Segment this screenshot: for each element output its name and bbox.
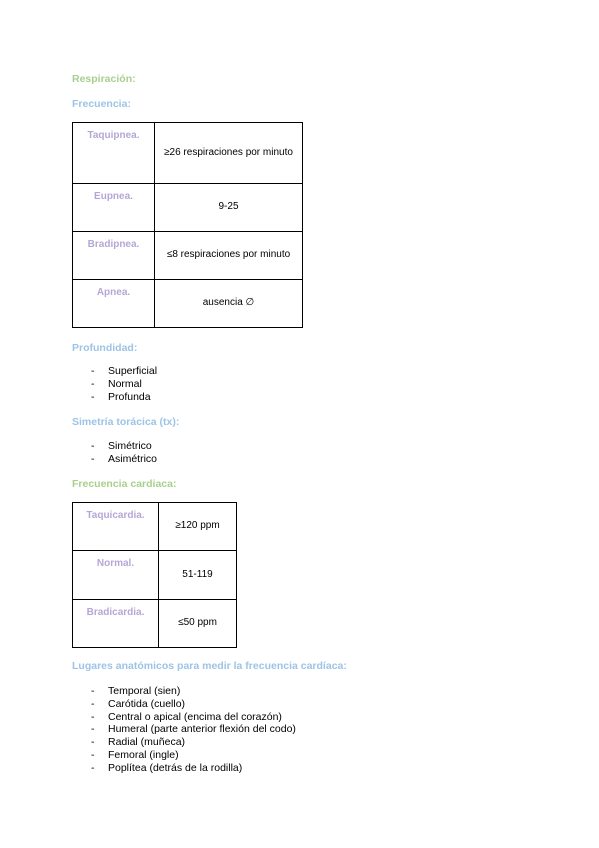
table-cell-value: 51-119 [158, 550, 237, 600]
list-item: Asimétrico [91, 453, 157, 466]
table-cell-label: Eupnea. [72, 183, 155, 232]
list-item: Radial (muñeca) [91, 736, 296, 749]
heading-lugares: Lugares anatómicos para medir la frecuen… [72, 660, 347, 672]
table-cell-label: Bradipnea. [72, 231, 155, 280]
table-row: Normal. 51-119 [72, 550, 237, 600]
list-item: Temporal (sien) [91, 685, 296, 698]
table-cell-value: ≥26 respiraciones por minuto [154, 122, 303, 184]
simetria-list: Simétrico Asimétrico [91, 440, 157, 466]
list-item: Humeral (parte anterior flexión del codo… [91, 723, 296, 736]
table-row: Eupnea. 9-25 [72, 183, 303, 232]
list-item: Femoral (ingle) [91, 749, 296, 762]
list-item: Poplítea (detrás de la rodilla) [91, 762, 296, 775]
heading-frecuencia: Frecuencia: [72, 98, 131, 110]
table-cell-label: Taquipnea. [72, 122, 155, 184]
heading-simetria: Simetría torácica (tx): [72, 416, 180, 428]
profundidad-list: Superficial Normal Profunda [91, 365, 157, 403]
list-item: Normal [91, 378, 157, 391]
table-row: Taquipnea. ≥26 respiraciones por minuto [72, 122, 303, 184]
heading-respiracion: Respiración: [72, 73, 136, 85]
heart-rate-table: Taquicardia. ≥120 ppm Normal. 51-119 Bra… [72, 502, 237, 648]
list-item: Carótida (cuello) [91, 698, 296, 711]
table-row: Bradipnea. ≤8 respiraciones por minuto [72, 231, 303, 280]
list-item: Profunda [91, 391, 157, 404]
table-cell-label: Taquicardia. [72, 502, 159, 551]
table-cell-value: 9-25 [154, 183, 303, 232]
table-cell-value: ausencia ∅ [154, 279, 303, 328]
table-cell-value: ≤50 ppm [158, 599, 237, 648]
heading-profundidad: Profundidad: [72, 342, 138, 354]
table-row: Taquicardia. ≥120 ppm [72, 502, 237, 551]
table-row: Bradicardia. ≤50 ppm [72, 599, 237, 648]
heading-frecuencia-cardiaca: Frecuencia cardiaca: [72, 478, 177, 490]
table-cell-label: Bradicardia. [72, 599, 159, 648]
table-cell-label: Apnea. [72, 279, 155, 328]
list-item: Simétrico [91, 440, 157, 453]
table-cell-value: ≥120 ppm [158, 502, 237, 551]
list-item: Superficial [91, 365, 157, 378]
table-cell-label: Normal. [72, 550, 159, 600]
table-cell-value: ≤8 respiraciones por minuto [154, 231, 303, 280]
respiration-table: Taquipnea. ≥26 respiraciones por minuto … [72, 122, 303, 328]
lugares-list: Temporal (sien) Carótida (cuello) Centra… [91, 685, 296, 775]
list-item: Central o apical (encima del corazón) [91, 711, 296, 724]
table-row: Apnea. ausencia ∅ [72, 279, 303, 328]
